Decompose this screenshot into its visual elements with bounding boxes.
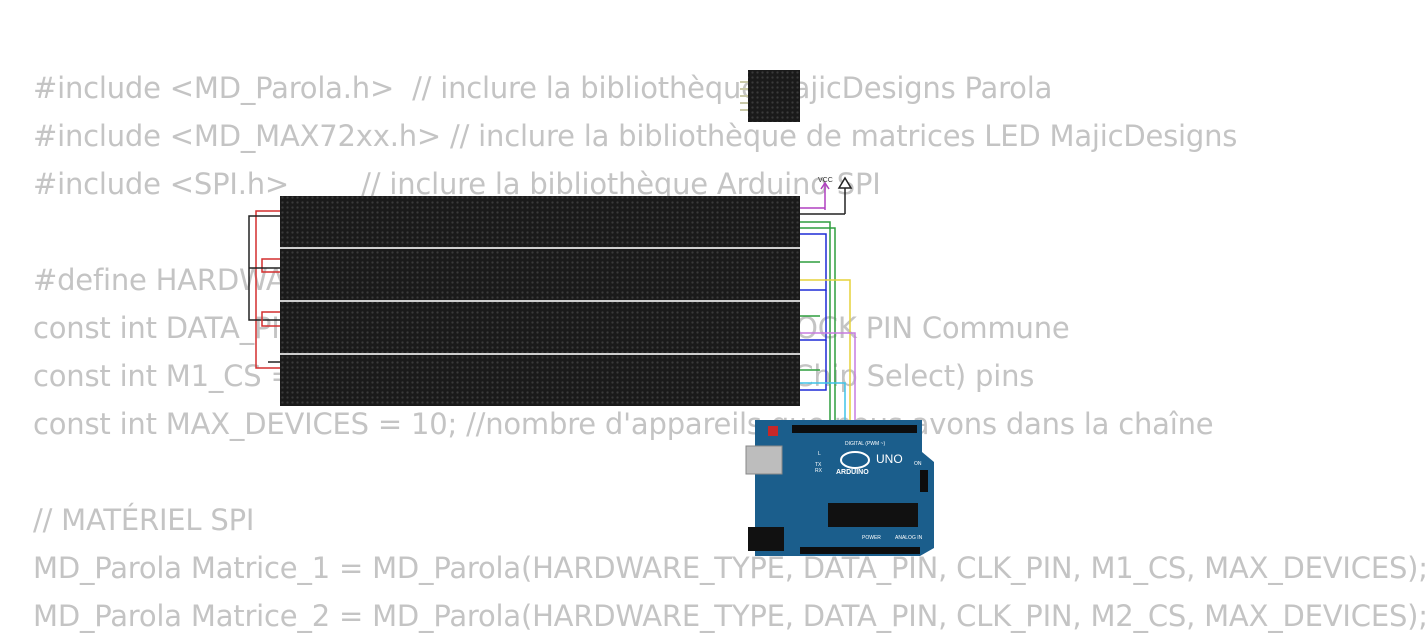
atmega-chip [828,503,918,527]
led-label-l: L [818,451,821,457]
small-led-matrix[interactable] [740,70,800,122]
power-analog-header [800,547,920,554]
circuit-diagram: VCC [248,70,934,556]
right-wiring [800,207,856,420]
arduino-uno-board[interactable]: ARDUINO UNO DIGITAL (PWM ~) POWER ANALOG… [745,420,934,556]
code-line: // MATÉRIEL SPI [33,503,255,537]
board-brand: ARDUINO [836,469,869,476]
reset-button [768,426,778,436]
digital-header [792,425,917,433]
power-jack [748,527,784,551]
code-line: MD_Parola Matrice_2 = MD_Parola(HARDWARE… [33,599,1428,633]
ground-symbol [800,176,853,215]
led-label-tx: TX [815,462,822,468]
power-label: POWER [862,535,881,541]
board-model: UNO [876,452,903,466]
code-line: const int MAX_DEVICES = 10; //nombre d'a… [33,407,1214,441]
analog-label: ANALOG IN [895,535,923,541]
led-matrix-chain[interactable] [280,196,800,406]
digital-label: DIGITAL (PWM ~) [845,441,885,447]
arduino-logo [840,451,870,469]
left-wiring [248,210,280,369]
on-label: ON [914,461,922,467]
vcc-symbol: VCC [818,177,833,210]
led-label-rx: RX [815,468,823,474]
usb-connector [745,445,783,475]
icsp-header [920,470,928,492]
code-line: #include <MD_MAX72xx.h> // inclure la bi… [33,119,1238,153]
code-line: MD_Parola Matrice_1 = MD_Parola(HARDWARE… [33,551,1428,585]
code-line: #include <SPI.h> // inclure la bibliothè… [33,167,881,201]
vcc-label: VCC [818,177,833,184]
